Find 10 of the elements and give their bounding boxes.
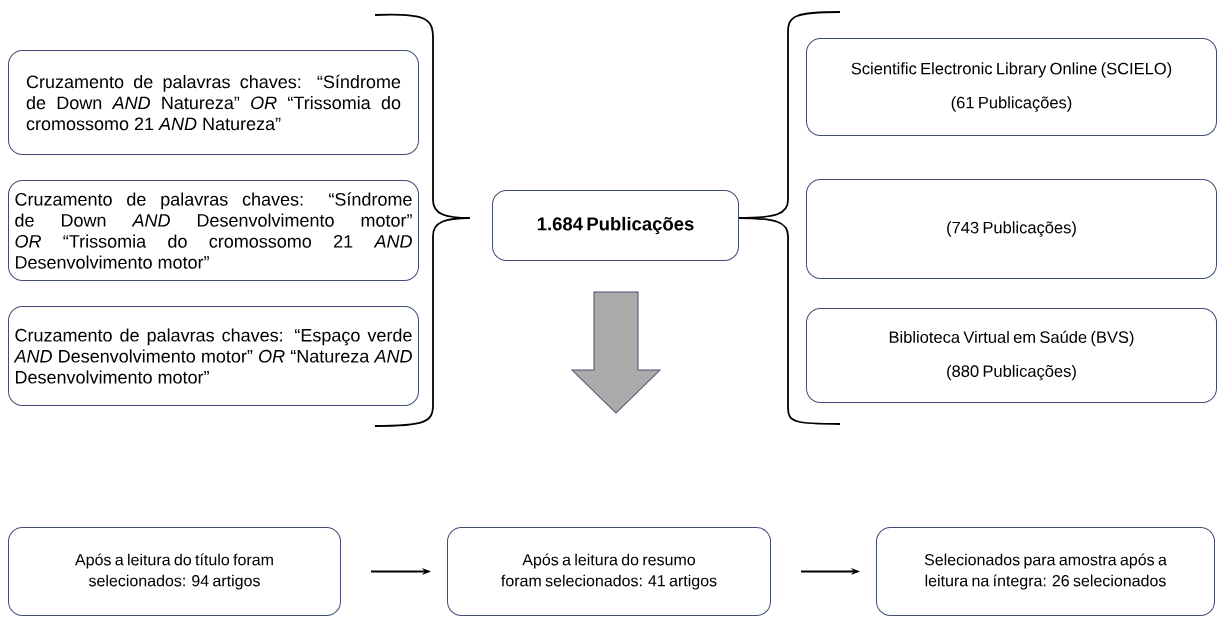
- search-terms-box: Cruzamento de palavras chaves: “Síndrome de Down AND Desenvolvimento motor” OR “Trissomia do cromossomo 21 AND Desenvolvimento motor”: [8, 180, 419, 281]
- step-box: Após a leitura do título foram selecionados: 94 artigos: [8, 527, 341, 616]
- database-box: (743 Publicações): [806, 179, 1217, 279]
- database-box: Biblioteca Virtual em Saúde (BVS) (880 Publicações): [806, 308, 1217, 403]
- step-box: Selecionados para amostra após a leitura na íntegra: 26 selecionados: [876, 527, 1215, 616]
- database-box: Scientific Electronic Library Online (SCIELO) (61 Publicações): [806, 38, 1217, 136]
- search-terms-box: Cruzamento de palavras chaves: “Síndrome de Down AND Natureza” OR “Trissomia do cromossomo 21 AND Natureza”: [8, 50, 419, 155]
- total-box: 1.684 Publicações: [492, 190, 739, 261]
- search-terms-box: Cruzamento de palavras chaves: “Espaço verde AND Desenvolvimento motor” OR “Natureza AND Desenvolvimento motor”: [8, 306, 419, 406]
- step-box: Após a leitura do resumo foram selecionados: 41 artigos: [447, 527, 771, 616]
